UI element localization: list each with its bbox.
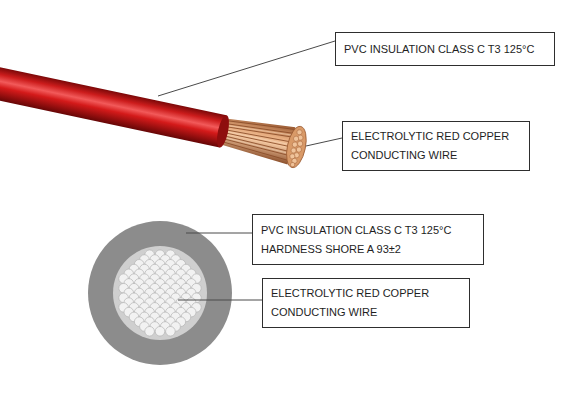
leader-line <box>306 138 342 146</box>
callout-box: PVC INSULATION CLASS C T3 125°C <box>335 32 555 66</box>
callout-text: HARDNESS SHORE A 93±2 <box>261 240 401 259</box>
insulation-section <box>88 221 232 365</box>
callout-text: PVC INSULATION CLASS C T3 125°C <box>261 221 451 240</box>
insulation-cut-edge <box>215 114 232 148</box>
leader-line <box>186 233 252 234</box>
callout-text: ELECTROLYTIC RED COPPER CONDUCTING WIRE <box>351 127 521 165</box>
callout-text: PVC INSULATION CLASS C T3 125°C <box>344 40 534 59</box>
conductor-section <box>113 246 207 340</box>
leader-line <box>158 41 335 96</box>
callout-text: ELECTROLYTIC RED COPPER CONDUCTING WIRE <box>271 284 461 322</box>
callout-box: ELECTROLYTIC RED COPPER CONDUCTING WIRE <box>342 121 530 171</box>
strand-section <box>166 326 176 336</box>
copper-bundle <box>217 112 295 164</box>
strand-sections <box>119 250 201 336</box>
strand-ends <box>283 125 309 170</box>
callout-box: PVC INSULATION CLASS C T3 125°CHARDNESS … <box>252 214 484 265</box>
cable-side-view <box>0 61 310 169</box>
red-insulation <box>0 65 226 147</box>
strand-section <box>145 326 155 336</box>
leader-line <box>178 300 262 301</box>
callout-box: ELECTROLYTIC RED COPPER CONDUCTING WIRE <box>262 278 470 328</box>
strand-section <box>155 326 165 336</box>
cross-section <box>88 221 232 365</box>
